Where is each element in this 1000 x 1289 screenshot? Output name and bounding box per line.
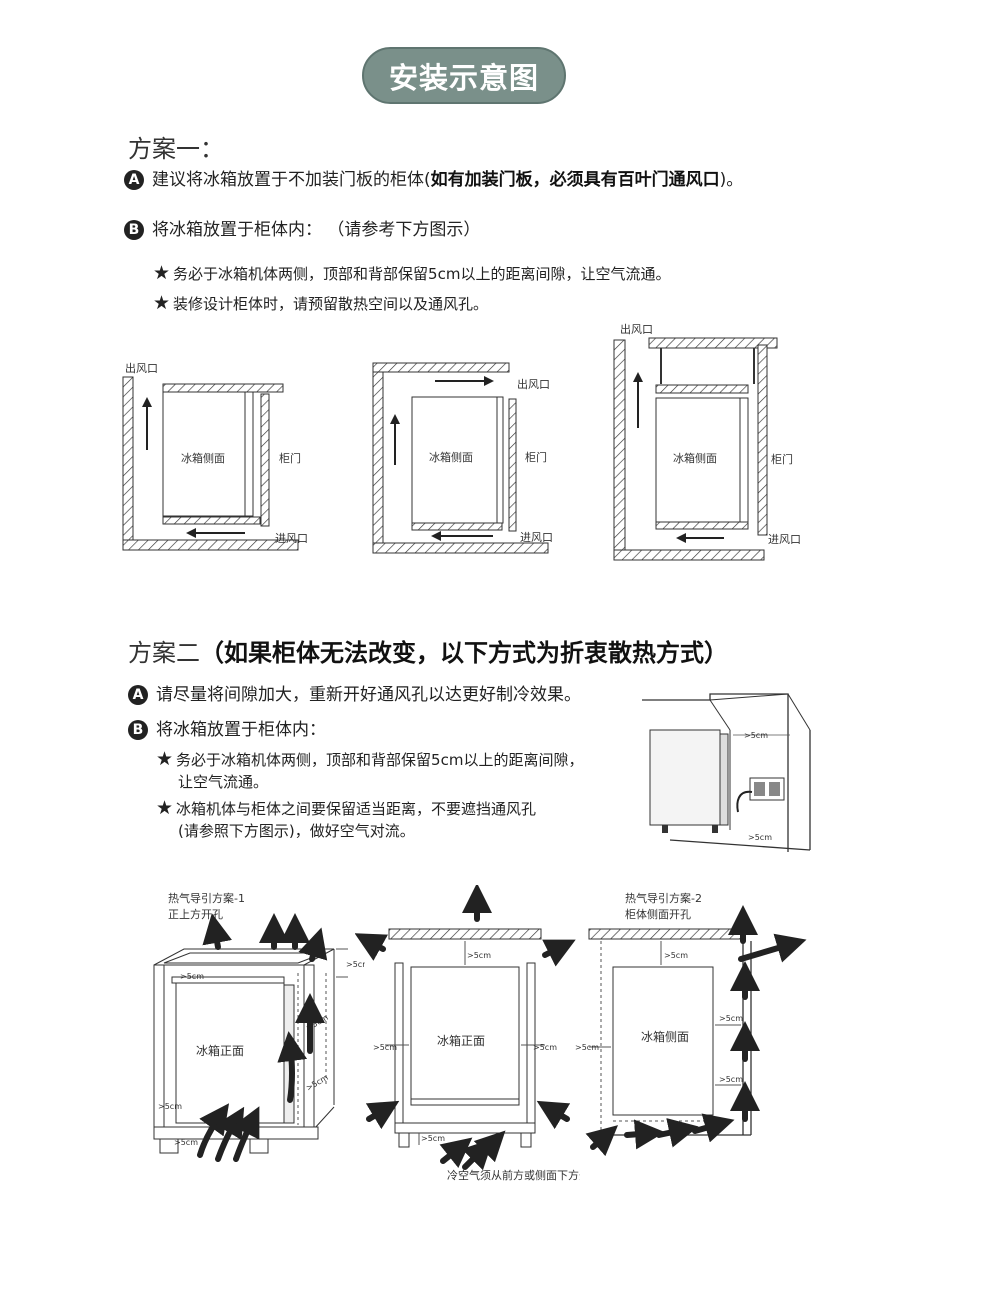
note-text: 务必于冰箱机体两侧，顶部和背部保留5cm以上的距离间隙，让空气流通。 bbox=[173, 265, 671, 283]
plan2-diagram-1: 热气导引方案-1 正上方开孔 >5cm >5cm >5cm >5cm >5cm … bbox=[153, 891, 365, 1162]
front-label: 冰箱正面 bbox=[437, 1033, 485, 1048]
plan2-heading-bold: （如果柜体无法改变，以下方式为折衷散热方式） bbox=[200, 639, 728, 667]
star-icon: ★ bbox=[153, 262, 171, 284]
airflow-arrow bbox=[232, 1106, 260, 1162]
gap-label: >5cm bbox=[748, 833, 772, 842]
outlet-label: 出风口 bbox=[125, 361, 158, 375]
airflow-arrow bbox=[202, 913, 232, 950]
scheme1-sublabel: 正上方开孔 bbox=[168, 907, 223, 921]
airflow-arrow bbox=[542, 939, 576, 967]
scheme1-label: 热气导引方案-1 bbox=[168, 891, 245, 905]
note-text: 务必于冰箱机体两侧，顶部和背部保留5cm以上的距离间隙， bbox=[176, 751, 584, 769]
star-icon: ★ bbox=[156, 748, 174, 770]
plan1-a-text: 建议将冰箱放置于不加装门板的柜体( bbox=[152, 170, 431, 190]
plan2-heading-text: 方案二 bbox=[128, 639, 200, 667]
inlet-label: 进风口 bbox=[275, 532, 308, 545]
star-icon: ★ bbox=[156, 797, 174, 819]
note-text: (请参照下方图示)，做好空气对流。 bbox=[178, 822, 415, 840]
airflow-arrow bbox=[277, 1031, 308, 1103]
front-label: 冰箱正面 bbox=[196, 1043, 244, 1058]
plan1-note-2: ★装修设计柜体时，请预留散热空间以及通风孔。 bbox=[153, 292, 488, 314]
plan2-item-b: B 将冰箱放置于柜体内： bbox=[128, 715, 326, 740]
airflow-arrow bbox=[298, 927, 328, 962]
airflow-arrow bbox=[355, 933, 389, 961]
plan2-b-text: 将冰箱放置于柜体内： bbox=[156, 720, 326, 740]
plan1-item-b: B 将冰箱放置于柜体内： （请参考下方图示） bbox=[124, 215, 480, 240]
note-text: 装修设计柜体时，请预留散热空间以及通风孔。 bbox=[173, 295, 489, 313]
plan1-diagram-3: 出风口 冰箱侧面 柜门 进风口 bbox=[613, 322, 801, 561]
side-label: 冰箱侧面 bbox=[641, 1029, 689, 1044]
bottom-note: 冷空气须从前方或侧面下方开孔进入 bbox=[447, 1168, 580, 1182]
plan1-a-bold: 如有加装门板，必须具有百叶门通风口 bbox=[430, 170, 720, 190]
fridge-label: 冰箱侧面 bbox=[429, 450, 473, 464]
inlet-label: 进风口 bbox=[768, 533, 801, 546]
plan2-a-text: 请尽量将间隙加大，重新开好通风孔以达更好制冷效果。 bbox=[156, 685, 581, 705]
door-label: 柜门 bbox=[279, 451, 301, 465]
airflow-arrow bbox=[536, 1100, 571, 1130]
fridge-label: 冰箱侧面 bbox=[673, 451, 717, 465]
inlet-label: 进风口 bbox=[520, 531, 553, 544]
gap-label: >5cm bbox=[719, 1075, 743, 1084]
star-icon: ★ bbox=[153, 292, 171, 314]
gap-label: >5cm bbox=[346, 960, 365, 969]
scheme2-label: 热气导引方案-2 bbox=[625, 891, 702, 905]
plan2-note-1: ★务必于冰箱机体两侧，顶部和背部保留5cm以上的距离间隙， 让空气流通。 bbox=[156, 748, 583, 793]
outlet-label: 出风口 bbox=[620, 322, 653, 336]
plan2-heading: 方案二（如果柜体无法改变，以下方式为折衷散热方式） bbox=[128, 633, 728, 668]
plan1-note-1: ★务必于冰箱机体两侧，顶部和背部保留5cm以上的距离间隙，让空气流通。 bbox=[153, 262, 670, 284]
page-title: 安装示意图 bbox=[362, 47, 566, 104]
airflow-arrow bbox=[439, 1137, 473, 1168]
gap-label: >5cm bbox=[373, 1043, 397, 1052]
airflow-arrow bbox=[692, 1113, 735, 1143]
marker-a: A bbox=[128, 685, 148, 705]
plan2-diagram-3: 热气导引方案-2 柜体侧面开孔 >5cm >5cm >5cm >5cm 冰箱侧面 bbox=[575, 891, 807, 1157]
cabinet-perspective-illustration: >5cm >5cm bbox=[642, 693, 811, 852]
marker-b: B bbox=[124, 220, 144, 240]
gap-label: >5cm bbox=[180, 972, 204, 981]
airflow-arrow bbox=[585, 1125, 619, 1157]
fridge-label: 冰箱侧面 bbox=[181, 451, 225, 465]
plan2-note-2: ★冰箱机体与柜体之间要保留适当距离，不要遮挡通风孔 (请参照下方图示)，做好空气… bbox=[156, 797, 536, 842]
gap-label: >5cm bbox=[664, 951, 688, 960]
airflow-arrow bbox=[365, 1100, 400, 1130]
gap-label: >5cm bbox=[467, 951, 491, 960]
scheme2-sublabel: 柜体侧面开孔 bbox=[625, 907, 691, 921]
plan2-item-a: A 请尽量将间隙加大，重新开好通风孔以达更好制冷效果。 bbox=[128, 680, 581, 705]
marker-b: B bbox=[128, 720, 148, 740]
gap-label: >5cm bbox=[158, 1102, 182, 1111]
plan1-b-text: 将冰箱放置于柜体内： （请参考下方图示） bbox=[152, 220, 481, 240]
airflow-arrow bbox=[624, 1119, 665, 1150]
gap-label: >5cm bbox=[533, 1043, 557, 1052]
plan1-item-a: A 建议将冰箱放置于不加装门板的柜体(如有加装门板，必须具有百叶门通风口)。 bbox=[124, 165, 743, 190]
plan1-a-end: )。 bbox=[719, 170, 744, 190]
note-text: 冰箱机体与柜体之间要保留适当距离，不要遮挡通风孔 bbox=[176, 800, 537, 818]
gap-label: >5cm bbox=[174, 1138, 198, 1147]
plan1-heading: 方案一： bbox=[128, 135, 224, 163]
gap-label: >5cm bbox=[575, 1043, 599, 1052]
plan1-diagram-1: 出风口 冰箱侧面 柜门 进风口 bbox=[122, 361, 308, 551]
note-text: 让空气流通。 bbox=[178, 773, 269, 791]
door-label: 柜门 bbox=[771, 452, 793, 466]
gap-label: >5cm bbox=[744, 731, 768, 740]
plan2-diagram-2: >5cm >5cm >5cm >5cm 冰箱正面 冷空气须从前方或侧面下方开孔进… bbox=[355, 885, 580, 1182]
gap-label: >5cm bbox=[719, 1014, 743, 1023]
door-label: 柜门 bbox=[525, 450, 547, 464]
marker-a: A bbox=[124, 170, 144, 190]
airflow-arrow bbox=[473, 1130, 506, 1163]
airflow-arrow bbox=[738, 933, 807, 963]
gap-label: >5cm bbox=[421, 1134, 445, 1143]
airflow-arrow bbox=[656, 1118, 699, 1148]
outlet-label: 出风口 bbox=[517, 377, 550, 391]
plan1-diagram-2: 出风口 冰箱侧面 柜门 进风口 bbox=[372, 362, 553, 554]
